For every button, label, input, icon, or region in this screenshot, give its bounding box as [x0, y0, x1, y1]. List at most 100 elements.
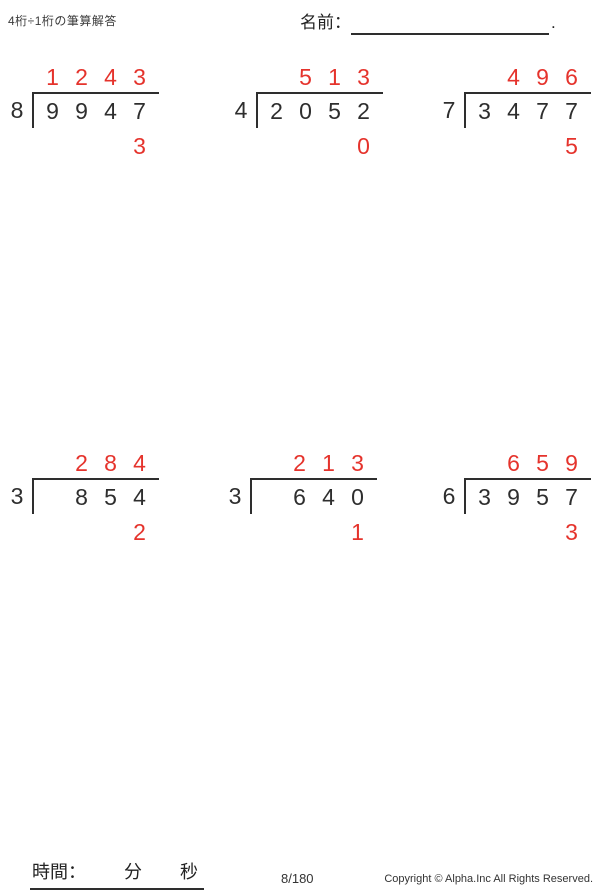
remainder-digit: [470, 517, 499, 547]
divisor: 3: [10, 483, 24, 509]
divisor: 3: [228, 483, 242, 509]
quotient-digit: 1: [328, 64, 341, 90]
remainder-row: 1: [256, 517, 377, 547]
dividend-digit: 8: [75, 484, 88, 510]
dividend-digit: 4: [322, 484, 335, 510]
dividend-digit: 5: [104, 484, 117, 510]
quotient-digit: 9: [536, 64, 549, 90]
quotient-digit: 2: [75, 450, 88, 476]
remainder-digit: [528, 517, 557, 547]
quotient-digit: 3: [133, 64, 146, 90]
dividend-digit: 5: [328, 98, 341, 124]
quotient-digit: 4: [104, 64, 117, 90]
page-number: 8/180: [281, 871, 314, 886]
remainder-row: 5: [470, 131, 591, 161]
dividend-digit: [256, 482, 285, 512]
worksheet-title: 4桁÷1桁の筆算解答: [8, 14, 117, 28]
remainder-digit: [38, 517, 67, 547]
quotient-digit: [38, 448, 67, 478]
remainder-digit: [67, 131, 96, 161]
dividend-digit: [38, 482, 67, 512]
quotient-digit: 3: [351, 450, 364, 476]
dividend-digit: 0: [351, 484, 364, 510]
name-label: 名前：: [300, 13, 351, 32]
dividend-digit: 4: [104, 98, 117, 124]
quotient-digit: 2: [293, 450, 306, 476]
divisor: 6: [442, 483, 456, 509]
dividend-digit: 7: [536, 98, 549, 124]
dividend-digit: 7: [565, 484, 578, 510]
quotient-digit: 2: [75, 64, 88, 90]
remainder-row: 2: [38, 517, 159, 547]
dividend-digit: 6: [293, 484, 306, 510]
name-blank-line: [351, 13, 549, 35]
remainder-digit: [528, 131, 557, 161]
dividend-digit: 4: [133, 484, 146, 510]
remainder-digit: [38, 131, 67, 161]
remainder-digit: [67, 517, 96, 547]
remainder-digit: [96, 131, 125, 161]
remainder-digit: [320, 131, 349, 161]
quotient-digit: 3: [357, 64, 370, 90]
name-line-suffix: .: [551, 13, 556, 32]
remainder-digit: [256, 517, 285, 547]
remainder-digit: [499, 131, 528, 161]
dividend-digit: 9: [507, 484, 520, 510]
remainder-row: 3: [470, 517, 591, 547]
remainder-row: 0: [262, 131, 383, 161]
quotient-digit: 9: [565, 450, 578, 476]
remainder-digit: [314, 517, 343, 547]
dividend-digit: 2: [357, 98, 370, 124]
remainder-digit: 3: [133, 133, 146, 159]
quotient-digit: 4: [133, 450, 146, 476]
name-field: 名前： .: [300, 8, 556, 35]
remainder-digit: 3: [565, 519, 578, 545]
quotient-digit: 4: [507, 64, 520, 90]
dividend-digit: 4: [507, 98, 520, 124]
quotient-digit: [470, 448, 499, 478]
remainder-digit: [499, 517, 528, 547]
remainder-digit: [262, 131, 291, 161]
quotient-digit: [262, 62, 291, 92]
dividend-digit: 0: [299, 98, 312, 124]
remainder-digit: [96, 517, 125, 547]
dividend-digit: 9: [46, 98, 59, 124]
dividend-digit: 5: [536, 484, 549, 510]
dividend-digit: 2: [270, 98, 283, 124]
time-label: 時間：: [32, 862, 86, 882]
remainder-digit: [285, 517, 314, 547]
divisor: 8: [10, 97, 24, 123]
dividend-digit: 3: [478, 484, 491, 510]
copyright-notice: Copyright © Alpha.Inc All Rights Reserve…: [384, 873, 593, 885]
minutes-label: 分: [124, 862, 142, 882]
divisor: 4: [234, 97, 248, 123]
dividend-digit: 3: [478, 98, 491, 124]
remainder-digit: [291, 131, 320, 161]
remainder-digit: 5: [565, 133, 578, 159]
quotient-digit: 6: [565, 64, 578, 90]
remainder-digit: 2: [133, 519, 146, 545]
quotient-digit: 5: [299, 64, 312, 90]
seconds-label: 秒: [180, 862, 198, 882]
quotient-digit: 8: [104, 450, 117, 476]
divisor: 7: [442, 97, 456, 123]
dividend-digit: 7: [565, 98, 578, 124]
